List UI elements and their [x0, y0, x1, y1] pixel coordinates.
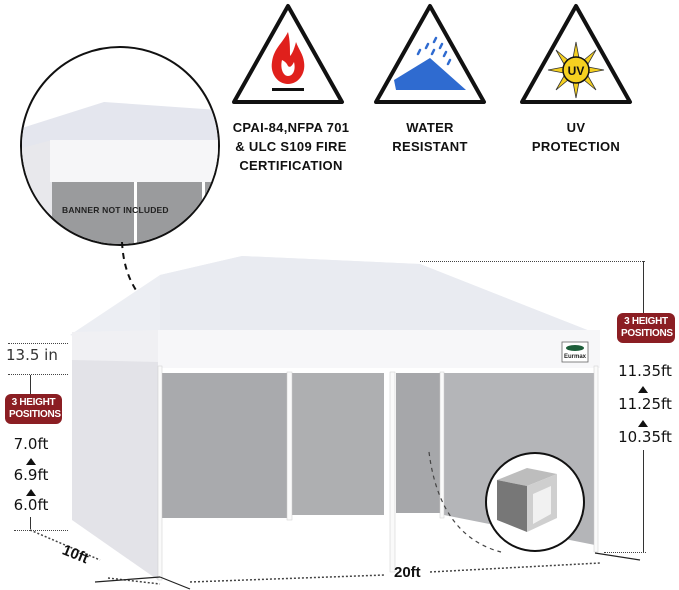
left-height-value: 6.0ft — [13, 496, 49, 514]
left-height-value: 7.0ft — [13, 435, 49, 453]
right-height-value: 10.35ft — [618, 428, 672, 446]
right-height-badge: 3 HEIGHT POSITIONS — [617, 313, 675, 343]
right-height-value: 11.35ft — [618, 362, 672, 380]
arrow-up-icon — [638, 386, 648, 393]
label-line: RESISTANT — [392, 139, 468, 154]
uv-protection-label: UV PROTECTION — [520, 118, 632, 156]
banner-callout-circle: BANNER NOT INCLUDED — [20, 46, 220, 246]
width-dimension: 20ft — [394, 564, 421, 581]
right-connector-top — [643, 261, 644, 313]
left-height-value: 6.9ft — [13, 466, 49, 484]
ground-line-left — [14, 530, 68, 531]
offset-bottom-line — [8, 374, 68, 375]
right-connector-bottom — [643, 450, 644, 552]
badge-line: 3 HEIGHT — [11, 397, 56, 408]
offset-top-line — [8, 343, 68, 344]
label-line: CPAI-84,NFPA 701 — [232, 120, 350, 135]
left-connector-bottom — [30, 517, 31, 529]
banner-not-included-text: BANNER NOT INCLUDED — [62, 205, 169, 215]
badge-line: 3 HEIGHT — [624, 316, 668, 327]
left-height-badge: 3 HEIGHT POSITIONS — [5, 394, 62, 424]
leg-closeup-circle — [485, 452, 585, 552]
arrow-up-icon — [26, 489, 36, 496]
canopy-closeup — [22, 102, 218, 244]
offset-label: 13.5 in — [6, 346, 58, 364]
badge-line: POSITIONS — [9, 409, 61, 420]
label-line: UV — [566, 120, 586, 135]
arrow-up-icon — [638, 420, 648, 427]
ground-line-right — [604, 552, 646, 553]
label-line: WATER — [406, 120, 454, 135]
badge-line: POSITIONS — [621, 328, 673, 339]
right-top-line — [420, 261, 645, 262]
label-line: CERTIFICATION — [239, 158, 343, 173]
svg-text:Eurmax: Eurmax — [564, 354, 587, 360]
water-icon — [374, 4, 486, 104]
left-connector — [30, 375, 31, 395]
arrow-up-icon — [26, 458, 36, 465]
label-line: & ULC S109 FIRE — [235, 139, 347, 154]
water-resistant-label: WATER RESISTANT — [370, 118, 490, 156]
leg-closeup-connector — [428, 451, 502, 553]
right-height-value: 11.25ft — [618, 395, 672, 413]
label-line: PROTECTION — [531, 139, 621, 154]
fire-icon — [232, 4, 344, 104]
svg-text:UV: UV — [568, 64, 585, 78]
fire-cert-label: CPAI-84,NFPA 701 & ULC S109 FIRE CERTIFI… — [216, 118, 366, 175]
square-leg-tube — [497, 468, 557, 532]
uv-sun-icon: UV — [520, 4, 632, 104]
